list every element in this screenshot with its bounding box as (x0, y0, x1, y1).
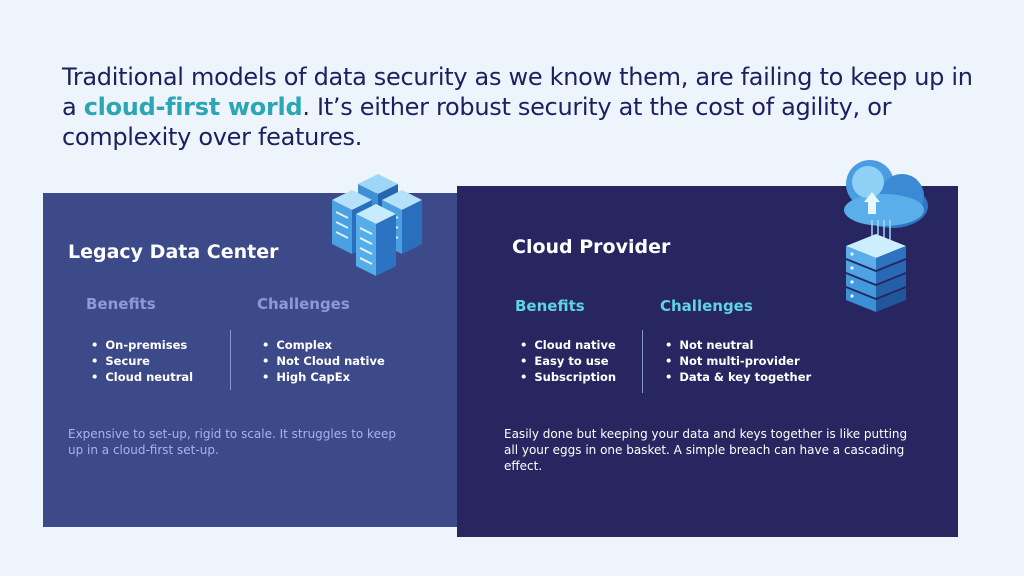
legacy-benefits-list: On-premises Secure Cloud neutral (91, 337, 193, 385)
server-stack (846, 234, 906, 312)
list-item: High CapEx (262, 369, 385, 385)
list-item: Secure (91, 353, 193, 369)
headline-text-end: . It’s either robust security at the cos… (62, 93, 892, 151)
list-item: Easy to use (520, 353, 616, 369)
server-rack-icon (332, 174, 422, 276)
list-item: Complex (262, 337, 385, 353)
headline-highlight: cloud-first world (83, 93, 303, 121)
legacy-benefits-heading: Benefits (86, 295, 156, 313)
list-item: Not neutral (665, 337, 811, 353)
legacy-card-title: Legacy Data Center (68, 241, 279, 263)
headline: Traditional models of data security as w… (62, 62, 982, 152)
cloud-challenges-list: Not neutral Not multi-provider Data & ke… (665, 337, 811, 385)
cloud-challenges-heading: Challenges (660, 297, 753, 315)
headline-text-start: Traditional models of data security as w… (62, 63, 973, 121)
cloud-card-title: Cloud Provider (512, 236, 671, 258)
cloud-shape (844, 160, 928, 228)
legacy-challenges-heading: Challenges (257, 295, 350, 313)
list-item: Cloud neutral (91, 369, 193, 385)
cloud-description: Easily done but keeping your data and ke… (504, 427, 908, 473)
list-item: Not multi-provider (665, 353, 811, 369)
cloud-server-icon (844, 160, 928, 312)
legacy-description: Expensive to set-up, rigid to scale. It … (68, 427, 396, 457)
list-item: Data & key together (665, 369, 811, 385)
upload-arrow-icon (864, 192, 880, 214)
legacy-challenges-list: Complex Not Cloud native High CapEx (262, 337, 385, 385)
list-item: On-premises (91, 337, 193, 353)
cloud-benefits-list: Cloud native Easy to use Subscription (520, 337, 616, 385)
server-tower-front (356, 204, 396, 276)
cloud-benefits-heading: Benefits (515, 297, 585, 315)
list-item: Not Cloud native (262, 353, 384, 369)
list-item: Subscription (520, 369, 616, 385)
legacy-column-divider (230, 330, 231, 390)
list-item: Cloud native (520, 337, 616, 353)
cloud-column-divider (642, 330, 643, 393)
